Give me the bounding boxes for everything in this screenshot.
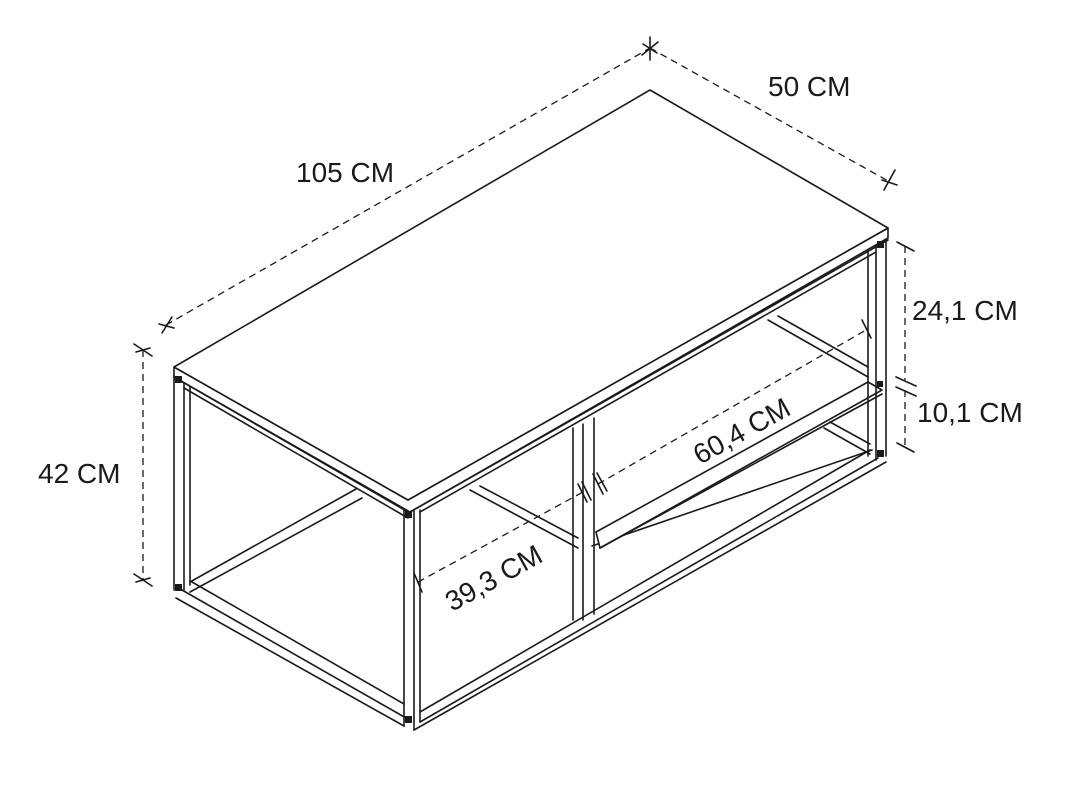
height-tick-top-cross: [135, 347, 151, 353]
dimension-lines: [142, 47, 906, 583]
floor-rail-front-3: [191, 581, 405, 705]
corner-bolt-back-top: [877, 241, 884, 248]
middle-shelf-front-edge: [599, 393, 883, 549]
shelf-depth-label: 39,3 CM: [440, 539, 548, 617]
floor-rail-right-3: [419, 449, 871, 713]
mid-brace-back-2: [479, 485, 579, 539]
upper-tick-bottom: [895, 376, 917, 387]
width-dimension-line: [649, 47, 891, 183]
corner-bolt-front-bottom: [405, 716, 412, 723]
floor-rail-back-left: [189, 488, 357, 583]
apron-right-2: [419, 251, 877, 513]
shelf-depth-dimension-line: [417, 491, 584, 583]
mid-brace-back: [469, 489, 579, 549]
upper-tick-top: [896, 241, 915, 252]
length-dimension-line: [165, 47, 651, 326]
floor-rail-back-left-2: [189, 497, 363, 593]
floor-rail-right-1: [413, 461, 887, 731]
rear-lower-rail: [823, 427, 871, 455]
rear-upper-rail-2: [777, 315, 869, 368]
table-top: [173, 89, 889, 501]
width-tick-end-cross: [881, 179, 898, 186]
corner-bolt-left-bottom: [175, 584, 182, 591]
floor-rail-right-2: [419, 457, 879, 723]
lower-tick-bottom: [896, 442, 915, 453]
length-tick-cross: [158, 323, 175, 329]
shelf-length-dimension-line: [597, 329, 867, 485]
length-tick-end-cross-2: [641, 41, 659, 56]
floor-rail-back: [591, 449, 873, 547]
upper-opening-label: 24,1 CM: [912, 295, 1018, 326]
shelf-length-tick-left-2: [596, 472, 608, 492]
length-tick-start: [161, 316, 173, 334]
corner-bolt-left-top: [175, 376, 182, 383]
lower-opening-label: 10,1 CM: [917, 397, 1023, 428]
shelf-bolt: [877, 381, 883, 387]
height-label: 42 CM: [38, 458, 120, 489]
rear-upper-rail: [767, 319, 869, 378]
lower-tick-top: [895, 386, 917, 397]
dimension-ticks: [133, 36, 917, 593]
middle-shelf: [595, 381, 883, 549]
shelf-length-tick-right: [861, 319, 872, 339]
floor-rail-front-1: [181, 589, 407, 719]
height-tick-bottom-cross: [135, 577, 151, 583]
apron-left-1: [173, 376, 409, 513]
width-label: 50 CM: [768, 71, 850, 102]
floor-rail-front-2: [175, 597, 405, 727]
apron-left-2: [183, 387, 409, 519]
apron-right-1: [409, 239, 889, 513]
width-tick-end: [883, 169, 896, 191]
corner-bolt-front-top: [405, 511, 412, 518]
length-label: 105 CM: [296, 157, 394, 188]
corner-bolt-back-bottom: [877, 450, 884, 457]
rear-lower-rail-2: [829, 421, 871, 445]
table-frame: [173, 89, 889, 731]
